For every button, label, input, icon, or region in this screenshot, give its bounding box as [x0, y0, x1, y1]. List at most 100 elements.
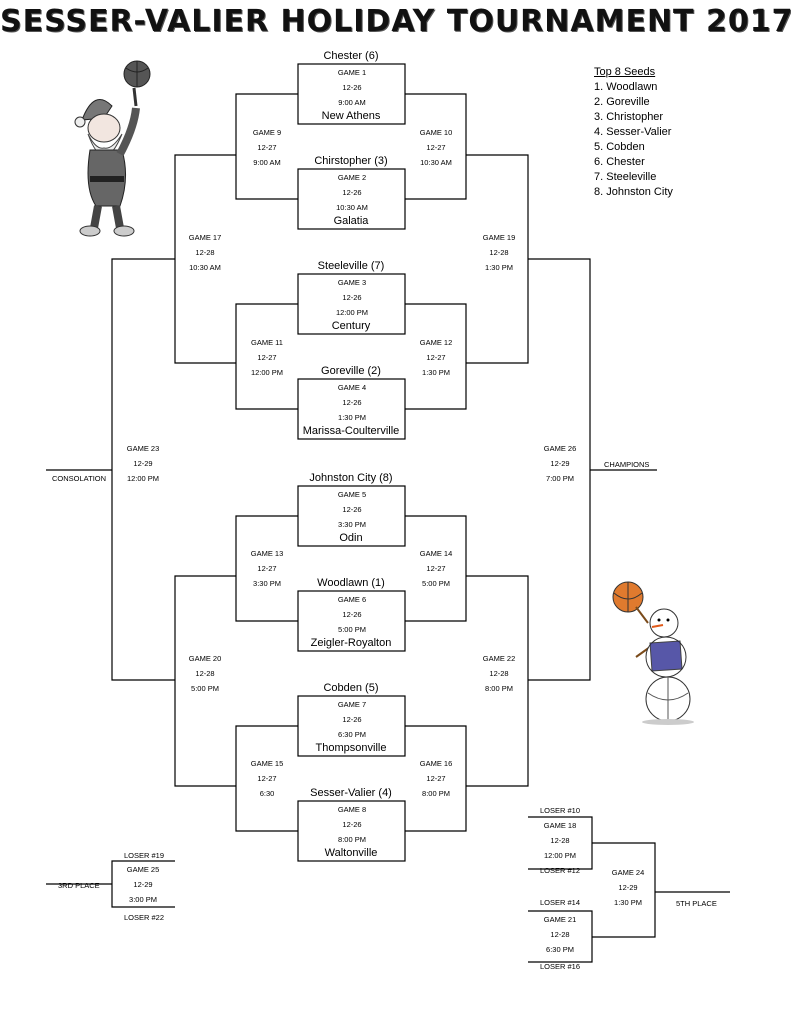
game-date: 12-29	[618, 883, 638, 892]
game-number: GAME 10	[419, 128, 453, 137]
game-time: 7:00 PM	[546, 474, 574, 483]
game-time: 1:30 PM	[614, 898, 642, 907]
game-time: 1:30 PM	[485, 263, 513, 272]
game-number: GAME 26	[543, 444, 577, 453]
game-date: 12-27	[426, 143, 446, 152]
game-date: 12-26	[342, 820, 362, 829]
game-date: 12-26	[342, 188, 362, 197]
team-name: Cobden (5)	[323, 682, 379, 694]
game-number: GAME 6	[337, 595, 367, 604]
game-time: 3:30 PM	[338, 520, 366, 529]
game-date: 12-26	[342, 505, 362, 514]
game-number: GAME 19	[482, 233, 516, 242]
team-name: Galatia	[333, 215, 369, 227]
seed-item: 6. Chester	[594, 156, 645, 168]
game-info: GAME 25 12-29 3:00 PM	[108, 862, 178, 907]
loser-label: LOSER #10	[540, 806, 581, 815]
consolation-label: CONSOLATION	[52, 474, 107, 483]
game-info: GAME 21 12-28 6:30 PM	[525, 912, 595, 957]
game-number: GAME 16	[419, 759, 453, 768]
game-info: GAME 24 12-29 1:30 PM	[593, 865, 663, 910]
fifth-place-label: 5TH PLACE	[676, 899, 717, 908]
game-date: 12-28	[195, 248, 215, 257]
game-date: 12-27	[426, 564, 446, 573]
game-number: GAME 25	[126, 865, 160, 874]
game-time: 3:00 PM	[129, 895, 157, 904]
game-info: GAME 4 12-26 1:30 PM	[317, 380, 387, 425]
champions-label: CHAMPIONS	[604, 460, 650, 469]
game-time: 12:00 PM	[335, 308, 369, 317]
game-date: 12-26	[342, 398, 362, 407]
game-info: GAME 17 12-28 10:30 AM	[170, 230, 240, 275]
game-date: 12-26	[342, 293, 362, 302]
game-time: 8:00 PM	[485, 684, 513, 693]
seed-item: 4. Sesser-Valier	[594, 126, 672, 138]
seed-item: 5. Cobden	[594, 141, 645, 153]
game-time: 5:00 PM	[338, 625, 366, 634]
game-number: GAME 2	[337, 173, 367, 182]
game-info: GAME 11 12-27 12:00 PM	[232, 335, 302, 380]
game-info: GAME 16 12-27 8:00 PM	[401, 756, 471, 801]
game-info: GAME 20 12-28 5:00 PM	[170, 651, 240, 696]
team-name: Marissa-Coulterville	[302, 425, 400, 437]
game-info: GAME 18 12-28 12:00 PM	[525, 818, 595, 863]
game-number: GAME 14	[419, 549, 453, 558]
seed-item: 7. Steeleville	[594, 171, 657, 183]
team-name: Thompsonville	[315, 742, 387, 754]
game-time: 5:00 PM	[422, 579, 450, 588]
game-info: GAME 3 12-26 12:00 PM	[317, 275, 387, 320]
game-date: 12-28	[550, 930, 570, 939]
game-date: 12-29	[550, 459, 570, 468]
loser-label: LOSER #16	[540, 962, 581, 971]
loser-label: LOSER #14	[540, 898, 581, 907]
game-time: 1:30 PM	[338, 413, 366, 422]
game-time: 9:00 AM	[338, 98, 366, 107]
seeds-list: Top 8 Seeds 1. Woodlawn 2. Goreville 3. …	[594, 65, 673, 200]
game-date: 12-28	[195, 669, 215, 678]
game-number: GAME 20	[188, 654, 222, 663]
game-info: GAME 8 12-26 8:00 PM	[317, 802, 387, 847]
game-time: 10:30 AM	[189, 263, 221, 272]
game-time: 10:30 AM	[420, 158, 452, 167]
team-name: New Athens	[321, 110, 381, 122]
game-date: 12-27	[257, 564, 277, 573]
game-date: 12-27	[426, 774, 446, 783]
game-time: 12:00 PM	[543, 851, 577, 860]
game-info: GAME 6 12-26 5:00 PM	[317, 592, 387, 637]
game-info: GAME 19 12-28 1:30 PM	[464, 230, 534, 275]
game-number: GAME 4	[337, 383, 367, 392]
game-time: 6:30	[259, 789, 275, 798]
loser-label: LOSER #19	[124, 851, 165, 860]
game-info: GAME 1 12-26 9:00 AM	[317, 65, 387, 110]
team-name: Goreville (2)	[321, 365, 381, 377]
game-number: GAME 11	[251, 338, 283, 347]
game-info: GAME 13 12-27 3:30 PM	[232, 546, 302, 591]
game-number: GAME 15	[250, 759, 284, 768]
game-number: GAME 22	[482, 654, 516, 663]
team-name: Woodlawn (1)	[317, 577, 385, 589]
game-info: GAME 23 12-29 12:00 PM	[108, 441, 178, 486]
game-number: GAME 5	[337, 490, 367, 499]
loser-label: LOSER #12	[540, 866, 581, 875]
game-date: 12-26	[342, 610, 362, 619]
game-number: GAME 17	[188, 233, 222, 242]
game-number: GAME 8	[337, 805, 367, 814]
game-number: GAME 3	[337, 278, 367, 287]
seed-item: 1. Woodlawn	[594, 81, 658, 93]
game-date: 12-28	[550, 836, 570, 845]
game-time: 8:00 PM	[422, 789, 450, 798]
game-number: GAME 24	[611, 868, 645, 877]
third-place-label: 3RD PLACE	[58, 881, 100, 890]
game-number: GAME 21	[543, 915, 577, 924]
game-number: GAME 12	[419, 338, 453, 347]
game-time: 1:30 PM	[422, 368, 450, 377]
game-time: 3:30 PM	[253, 579, 281, 588]
game-number: GAME 7	[337, 700, 367, 709]
loser-label: LOSER #22	[124, 913, 165, 922]
seed-item: 8. Johnston City	[594, 186, 673, 198]
game-info: GAME 9 12-27 9:00 AM	[232, 125, 302, 170]
game-info: GAME 5 12-26 3:30 PM	[317, 487, 387, 532]
game-date: 12-26	[342, 83, 362, 92]
